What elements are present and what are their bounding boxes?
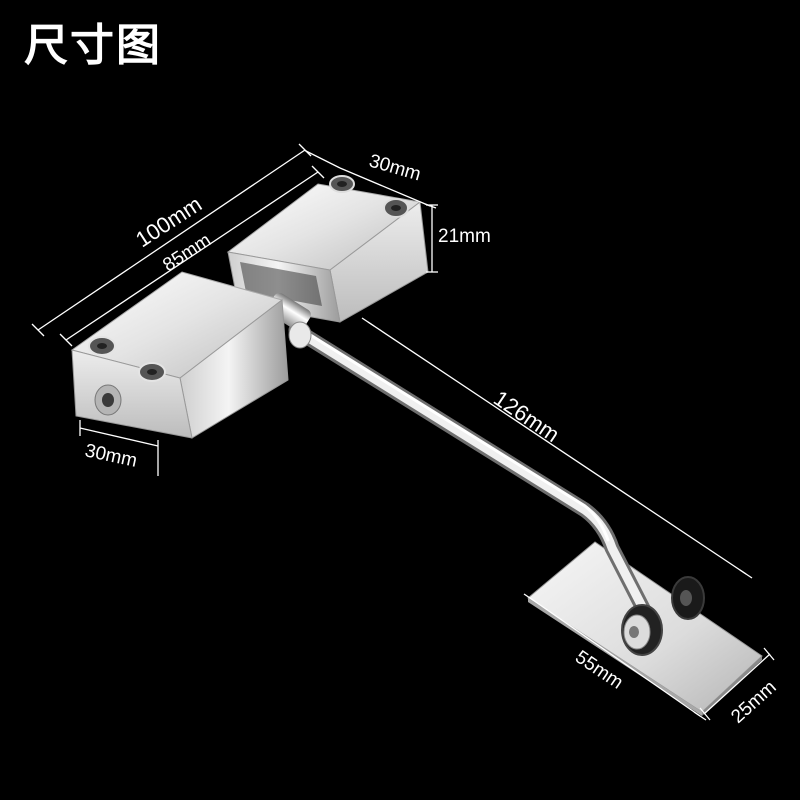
dimension-end-width: 30mm bbox=[367, 151, 424, 186]
dimension-height: 21mm bbox=[438, 226, 491, 247]
closer-arm bbox=[288, 322, 656, 626]
dimension-front-width: 30mm bbox=[83, 440, 139, 472]
roller-wheels bbox=[621, 576, 705, 656]
dimension-lines bbox=[31, 143, 775, 721]
page-title: 尺寸图 bbox=[24, 20, 162, 71]
dimension-arm-length: 126mm bbox=[489, 385, 564, 447]
closer-front-block bbox=[70, 271, 289, 439]
